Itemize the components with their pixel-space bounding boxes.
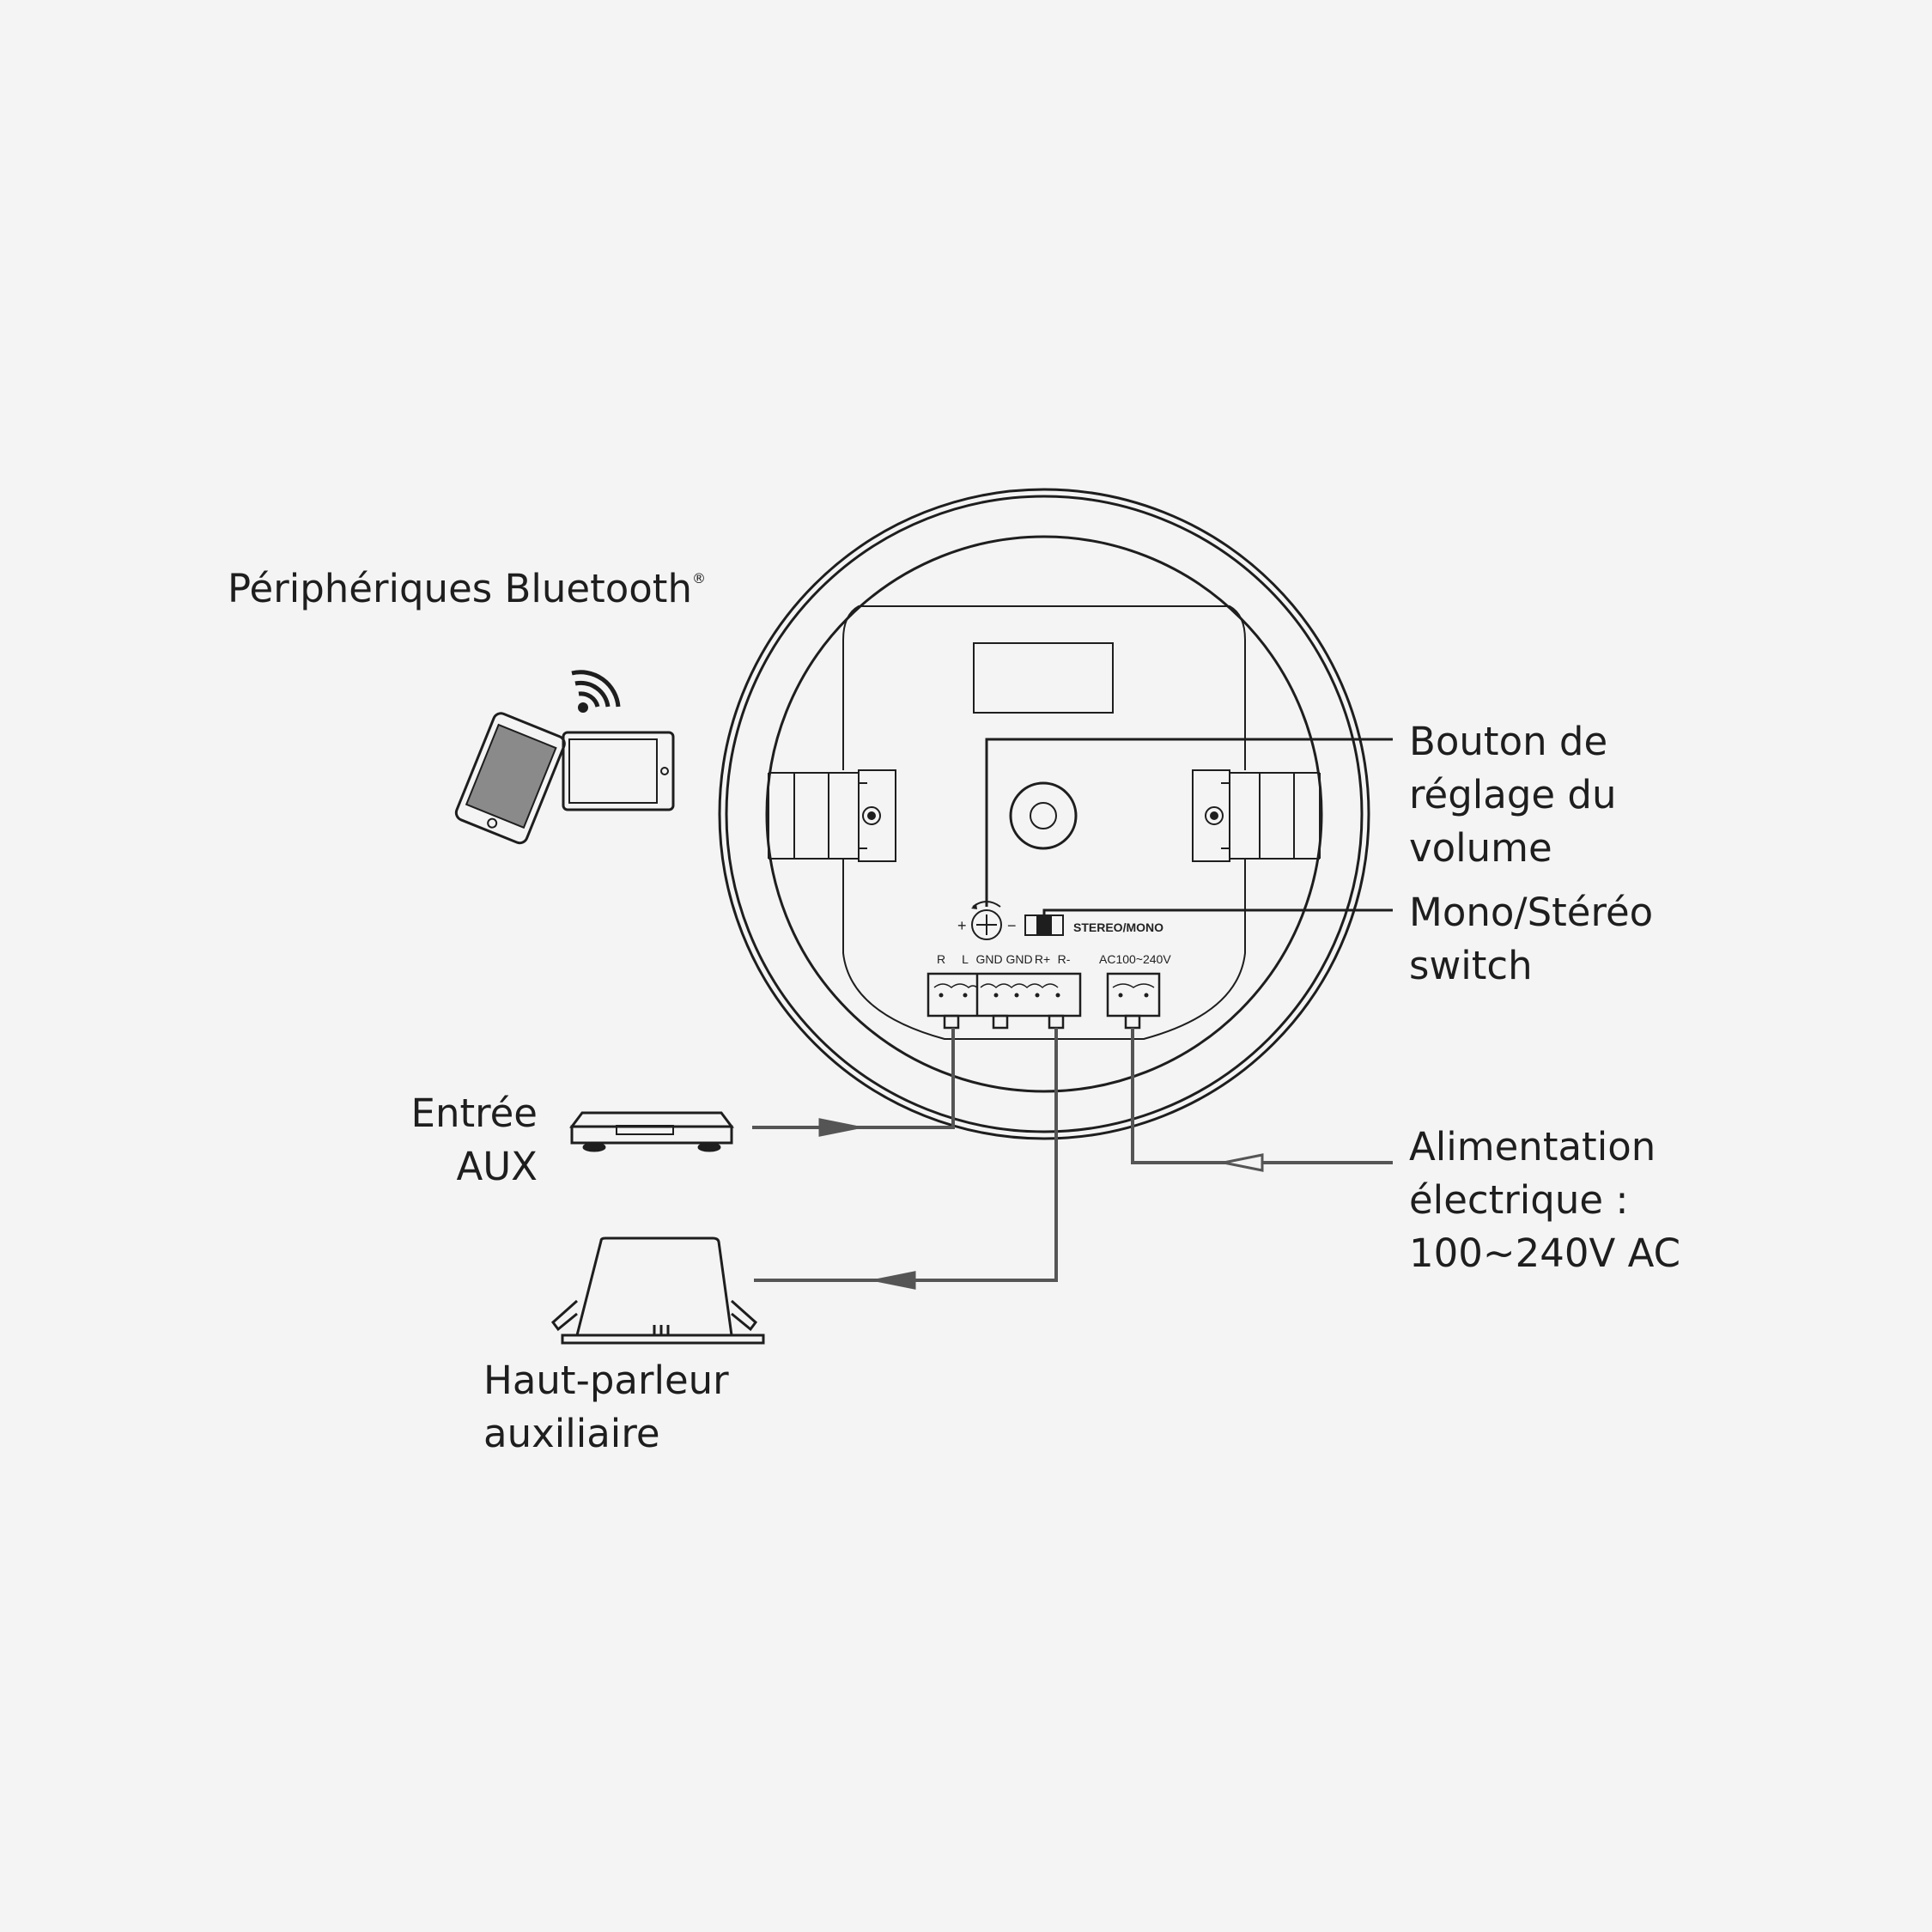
tablet-icon [562,731,675,811]
power-supply-label: Alimentation électrique : 100~240V AC [1409,1124,1680,1276]
volume-minus-sign: − [1007,917,1017,934]
terminal-label: R [937,952,945,966]
terminal-label: R+ [1035,952,1050,966]
volume-leader-line [985,738,1393,907]
aux-player-icon [569,1111,734,1152]
speaker-icon [550,1236,765,1345]
signal-terminal-block [927,972,1082,1030]
rear-knob-inner [1030,802,1057,829]
volume-plus-sign: + [957,917,967,934]
speaker-outer-ring-inner [725,495,1364,1133]
left-mounting-clamp [768,769,896,862]
aux-speaker-label: Haut-parleur auxiliaire [483,1358,729,1456]
label-plate [973,642,1114,714]
aux-speaker-wire [754,1028,1058,1282]
terminal-label: GND [975,952,1002,966]
terminal-label: R- [1058,952,1071,966]
switch-icon [1024,914,1064,936]
speaker-arrow [875,1271,916,1290]
terminal-pins [939,993,1149,998]
right-mounting-clamp [1192,769,1321,862]
power-wire [1131,1028,1393,1164]
power-terminal-label: AC100~240V [1099,952,1171,966]
aux-input-label: Entrée AUX [410,1091,538,1189]
ceiling-speaker [718,488,1370,1140]
bluetooth-devices-label: Périphériques Bluetooth® [228,566,706,611]
wire-arrows [818,1118,1264,1290]
rear-knob-outer [1009,781,1078,850]
smartphone-icon [454,712,566,845]
power-terminal-block [1106,972,1161,1030]
terminal-label: L [962,952,969,966]
speaker-inner-ring [765,535,1323,1093]
switch-leader-line [1042,908,1393,915]
aux-arrow [818,1118,860,1137]
power-arrow [1223,1153,1264,1172]
volume-knob-icon [971,901,1002,940]
switch-label: STEREO/MONO [1073,920,1163,934]
volume-knob-label: Bouton de réglage du volume [1409,719,1617,871]
terminal-label: GND [1005,952,1032,966]
speaker-housing [842,605,1246,1040]
leader-lines [985,738,1393,915]
wifi-icon [571,670,621,713]
mode-switch-label: Mono/Stéréo switch [1409,890,1654,988]
speaker-outer-ring [718,488,1370,1140]
